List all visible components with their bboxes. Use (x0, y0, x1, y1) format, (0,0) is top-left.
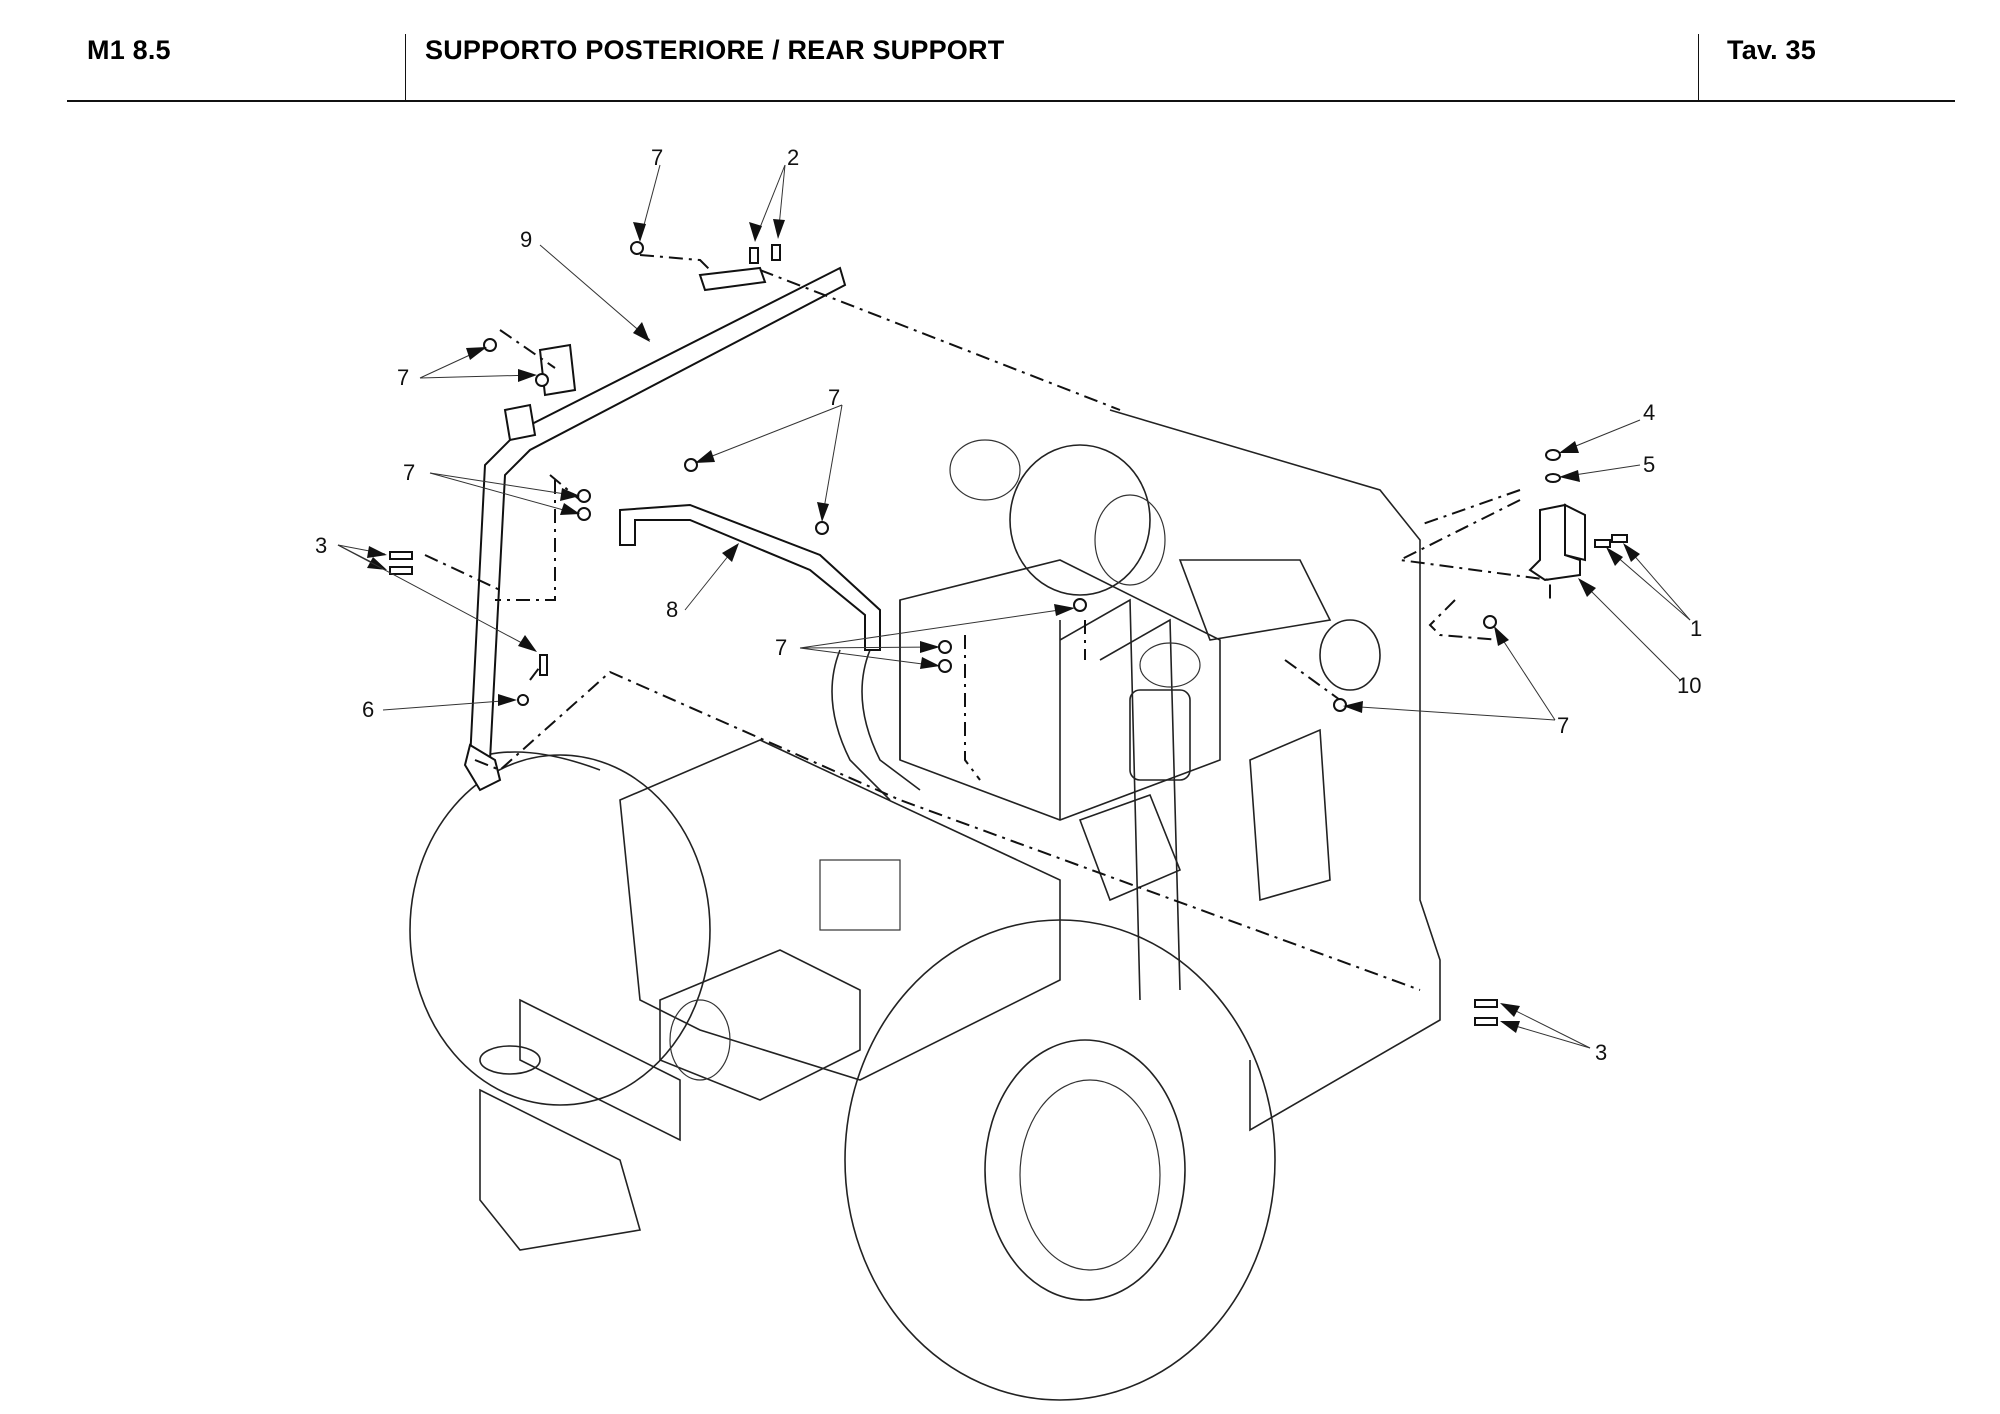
nut-7 (938, 640, 952, 654)
assembly-lines (424, 254, 1551, 991)
part-9-upper-bar (463, 266, 847, 792)
nut-7 (815, 521, 829, 535)
screw-1 (1594, 539, 1611, 548)
nut-4 (1545, 449, 1561, 461)
fasteners (389, 241, 1628, 1026)
leader-lines (337, 164, 1691, 1049)
model-label: M1 8.5 (87, 34, 171, 65)
screw-2 (771, 244, 781, 261)
callout-3: 3 (315, 533, 327, 558)
screw-3 (539, 654, 548, 676)
exhaust-pipe (831, 649, 891, 801)
callout-7: 7 (828, 385, 840, 410)
callout-7: 7 (397, 365, 409, 390)
header-divider (1698, 34, 1699, 100)
nut-7 (1073, 598, 1087, 612)
nut-7 (938, 659, 952, 673)
callout-6: 6 (362, 697, 374, 722)
air-filter (1009, 444, 1151, 596)
nut-7 (1483, 615, 1497, 629)
callout-10: 10 (1677, 673, 1701, 698)
drawing-header: M1 8.5 SUPPORTO POSTERIORE / REAR SUPPOR… (67, 0, 1955, 102)
callout-8: 8 (666, 597, 678, 622)
callout-1: 1 (1690, 616, 1702, 641)
nut-7 (630, 241, 644, 255)
right-wheel-hub (984, 1039, 1186, 1301)
chassis (619, 739, 1061, 1081)
callout-labels: 7 2 9 7 7 7 3 8 7 6 4 5 1 10 7 3 (315, 145, 1702, 1065)
callout-7: 7 (775, 635, 787, 660)
fuel-filter (1129, 689, 1191, 781)
screw-2 (749, 247, 759, 264)
screw-3 (389, 566, 413, 575)
filler-cap (1319, 619, 1381, 691)
screw-3 (389, 551, 413, 560)
right-wheel (844, 919, 1276, 1401)
machine-frame (409, 409, 1441, 1401)
header-divider (405, 34, 406, 100)
part-8-middle-bar (619, 503, 881, 651)
callout-3: 3 (1595, 1040, 1607, 1065)
screw-3 (1474, 999, 1498, 1008)
screw-1 (1611, 534, 1628, 543)
callout-7: 7 (1557, 713, 1569, 738)
part-10-bracket (1528, 503, 1586, 582)
callout-7: 7 (403, 460, 415, 485)
page-title: SUPPORTO POSTERIORE / REAR SUPPORT (425, 34, 1005, 65)
table-reference: Tav. 35 (1727, 34, 1816, 65)
callout-5: 5 (1643, 452, 1655, 477)
callout-7: 7 (651, 145, 663, 170)
nut-7 (535, 373, 549, 387)
washer-5 (1545, 473, 1561, 483)
nut-7 (684, 458, 698, 472)
rear-frame (1109, 409, 1441, 1132)
hydraulic-pump (659, 949, 861, 1101)
pin-6 (517, 694, 529, 706)
callout-9: 9 (520, 227, 532, 252)
nut-7 (483, 338, 497, 352)
callout-4: 4 (1643, 400, 1655, 425)
screw-3 (1474, 1017, 1498, 1026)
nut-7 (1333, 698, 1347, 712)
left-wheel (409, 754, 711, 1106)
callout-2: 2 (787, 145, 799, 170)
